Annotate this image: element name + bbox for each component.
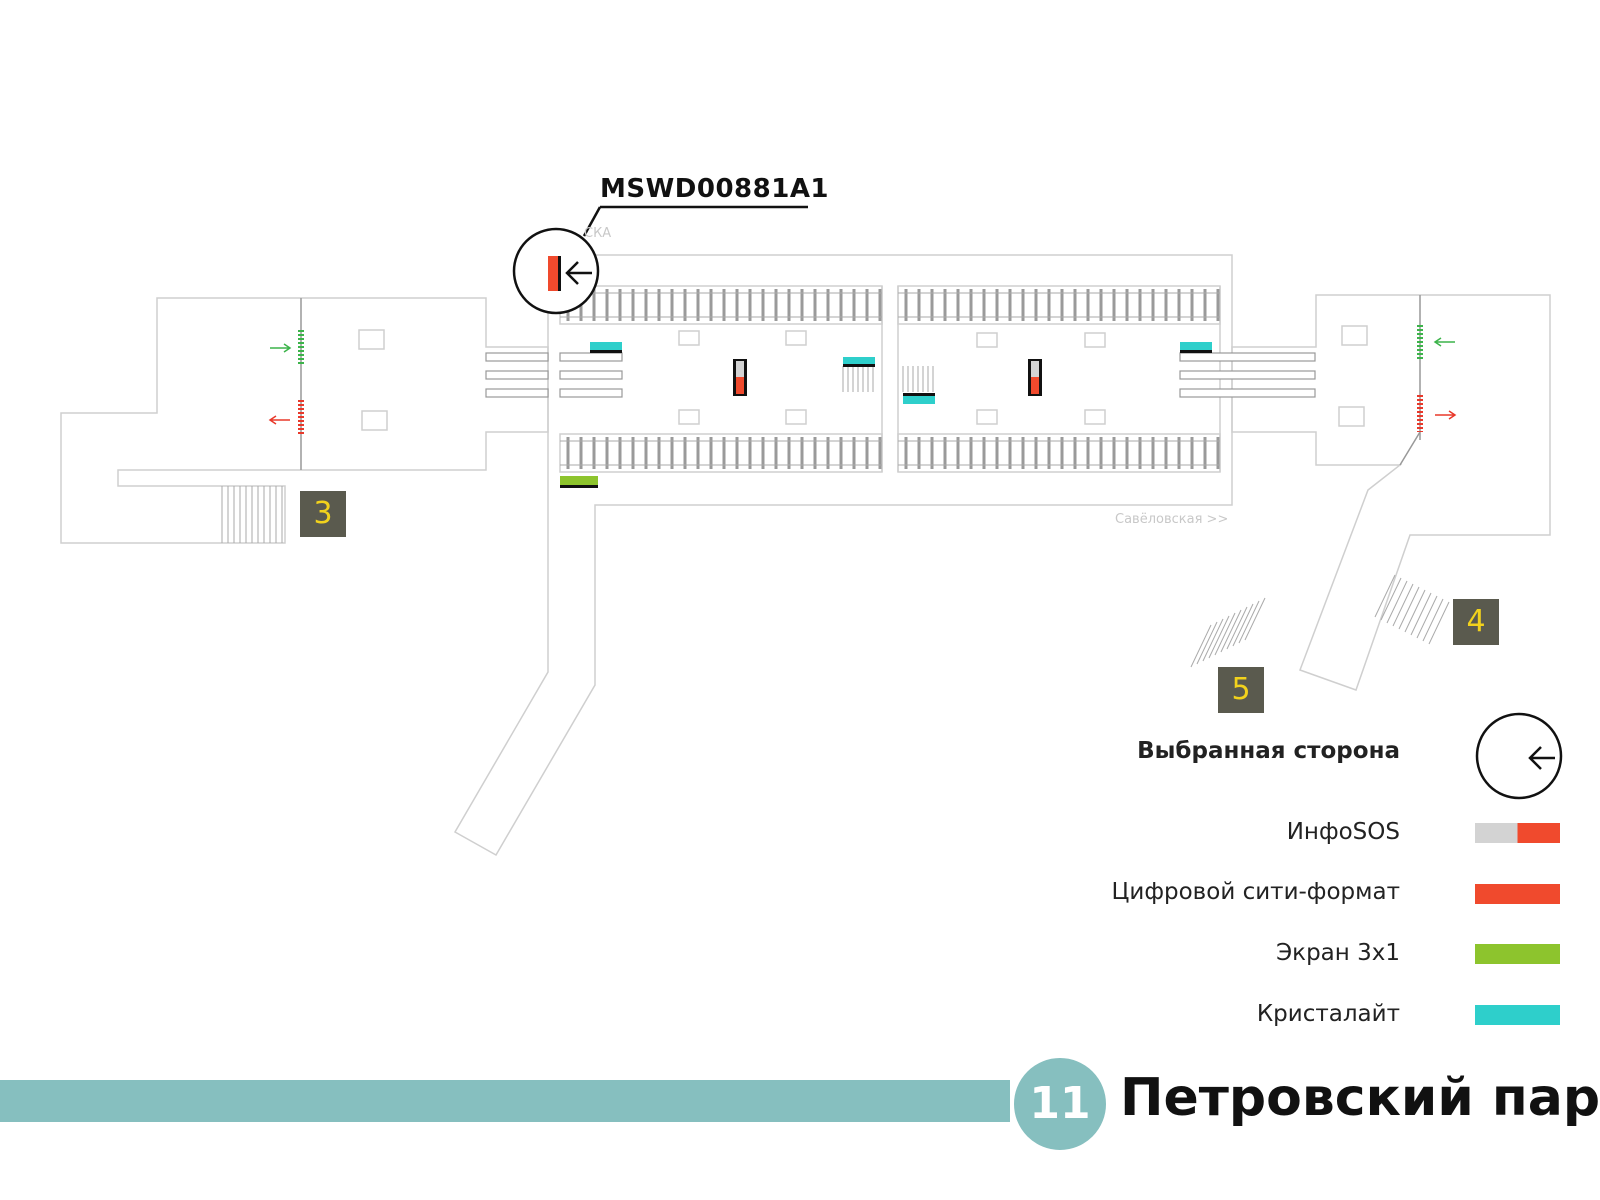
legend-swatch-screen-3x1: [1475, 944, 1560, 964]
stair-step: [1232, 603, 1254, 647]
stair-step: [1196, 621, 1218, 665]
stair-step: [1404, 589, 1426, 633]
stair-step: [1416, 595, 1438, 639]
exit-3: 3: [300, 491, 346, 537]
direction-label-right: Савёловская >>: [1115, 512, 1229, 527]
stair-step: [1214, 612, 1236, 656]
stair-step: [1386, 580, 1408, 624]
stair-step: [1374, 574, 1396, 618]
legend-swatch-infosos: [1475, 823, 1560, 843]
left-vestibule: [60, 297, 549, 544]
stair-step: [1380, 577, 1402, 621]
arrow-left-icon: [1528, 746, 1555, 770]
legend-selected-side-icon: [1475, 712, 1563, 800]
legend-swatch-crystalight: [1475, 1005, 1560, 1025]
stair-step: [1410, 592, 1432, 636]
exit-5: 5: [1218, 667, 1264, 713]
stair-step: [1398, 586, 1420, 630]
stair-step: [1244, 597, 1266, 641]
line-number-badge: 11: [1010, 1054, 1110, 1154]
legend-label-digital-cityformat: Цифровой сити-формат: [1111, 879, 1400, 905]
legend-swatch-digital-cityformat: [1475, 884, 1560, 904]
stair-step: [1428, 601, 1450, 645]
legend-label-crystalight: Кристалайт: [1256, 1001, 1400, 1027]
arrow-left-icon: [565, 261, 592, 285]
stair-step: [1190, 624, 1212, 668]
marker-code: MSWD00881A1: [600, 174, 830, 204]
legend-selected-side: Выбранная сторона: [1137, 738, 1400, 764]
station-name: Петровский парк: [1120, 1068, 1600, 1128]
stair-step: [1422, 598, 1444, 642]
direction-label-left: СКА: [584, 226, 612, 241]
stair-step: [1220, 609, 1242, 653]
selected-marker[interactable]: [512, 205, 808, 315]
legend-label-infosos: ИнфоSOS: [1286, 819, 1400, 845]
exit-4: 4: [1453, 599, 1499, 645]
stair-step: [1238, 600, 1260, 644]
stair-step: [1226, 606, 1248, 650]
legend-label-screen-3x1: Экран 3x1: [1276, 940, 1400, 966]
stair-step: [1392, 583, 1414, 627]
stair-step: [1202, 618, 1224, 662]
line-band: [0, 1080, 1010, 1122]
platform-hall: [453, 254, 1233, 857]
right-vestibule: [1231, 294, 1551, 691]
stair-step: [1208, 615, 1230, 659]
